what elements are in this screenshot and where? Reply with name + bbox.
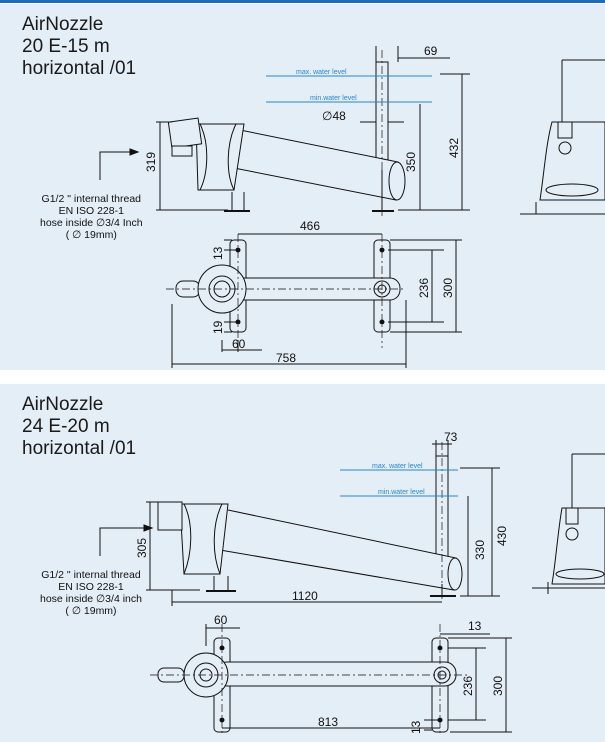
top-rule — [0, 0, 605, 3]
panel-title: AirNozzle 24 E-20 m horizontal /01 — [22, 394, 137, 459]
dim-430: 430 — [495, 526, 509, 546]
dim-300: 300 — [441, 278, 455, 298]
panel-airnozzle-24e: AirNozzle 24 E-20 m horizontal /01 G1/2 … — [0, 384, 605, 742]
min-water-level-label: min.water level — [310, 95, 357, 102]
technical-drawing: max. water level min.water level 73 305 … — [99, 430, 605, 736]
dim-305: 305 — [135, 538, 149, 558]
tube-top — [215, 661, 457, 687]
dim-d48: ∅48 — [322, 109, 346, 123]
dim-73: 73 — [444, 430, 458, 444]
side-view — [156, 46, 470, 216]
dim-813: 813 — [318, 715, 338, 729]
min-water-level-label: min.water level — [378, 489, 425, 496]
motor-head — [157, 501, 183, 531]
dim-300: 300 — [491, 676, 505, 696]
dim-19: 19 — [211, 320, 225, 334]
max-water-level-label: max. water level — [372, 463, 423, 470]
dim-60: 60 — [232, 337, 246, 351]
dim-13: 13 — [211, 246, 225, 260]
tube-end — [388, 161, 406, 201]
dim-236: 236 — [417, 278, 431, 298]
front-view — [532, 453, 605, 594]
nozzle-tube — [219, 509, 457, 591]
panel-title: AirNozzle 20 E-15 m horizontal /01 — [22, 14, 137, 79]
dim-60: 60 — [214, 613, 228, 627]
dim-1120: 1120 — [292, 589, 318, 603]
top-view — [166, 233, 462, 368]
dim-13-top: 13 — [468, 619, 482, 633]
motor-head — [167, 117, 203, 149]
dim-432: 432 — [447, 138, 461, 158]
thread-note: G1/2 " internal thread EN ISO 228-1 hose… — [40, 569, 142, 617]
side-view — [146, 440, 500, 606]
dim-69: 69 — [424, 44, 438, 58]
nozzle-body — [195, 123, 245, 191]
thread-note: G1/2 " internal thread EN ISO 228-1 hose… — [40, 193, 143, 241]
dim-330: 330 — [473, 540, 487, 560]
panel-airnozzle-20e: AirNozzle 20 E-15 m horizontal /01 G1/2 … — [0, 4, 605, 370]
technical-drawing: max. water level min.water level 69 ∅48 … — [99, 44, 605, 368]
top-view — [150, 624, 512, 736]
max-water-level-label: max. water level — [296, 69, 347, 76]
dim-466: 466 — [300, 219, 320, 233]
dim-13-bottom: 13 — [409, 720, 423, 734]
dim-319: 319 — [144, 152, 158, 172]
dim-236: 236 — [461, 676, 475, 696]
dim-350: 350 — [404, 152, 418, 172]
dim-758: 758 — [276, 351, 296, 365]
front-view — [520, 59, 605, 215]
nozzle-tube — [233, 129, 399, 201]
